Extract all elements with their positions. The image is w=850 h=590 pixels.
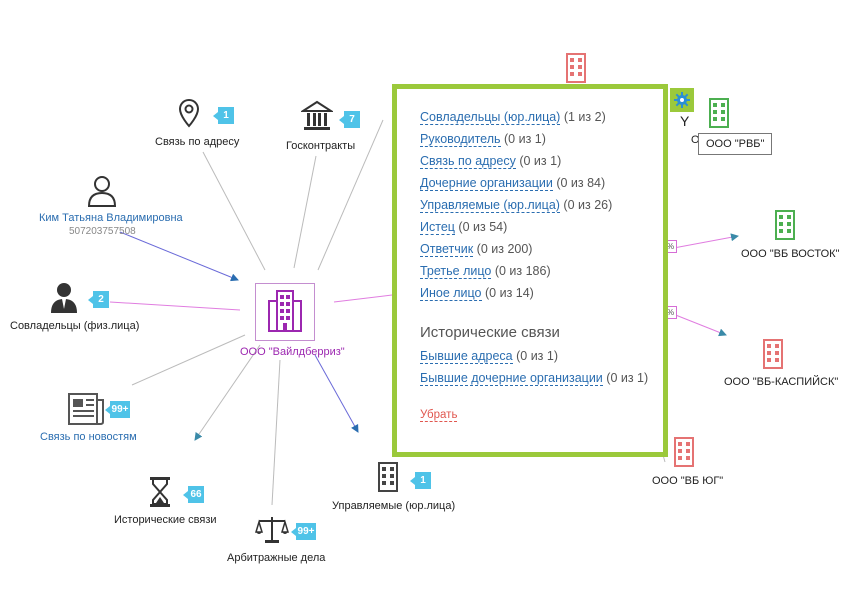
popup-link-row[interactable]: Руководитель (0 из 1) <box>420 132 546 147</box>
popup-link[interactable]: Бывшие адреса <box>420 349 513 364</box>
address-label[interactable]: Связь по адресу <box>155 136 240 148</box>
popup-link-row[interactable]: Иное лицо (0 из 14) <box>420 286 534 301</box>
government-building-icon[interactable] <box>301 100 333 132</box>
businessman-icon[interactable] <box>49 280 79 314</box>
news-label[interactable]: Связь по новостям <box>40 431 137 443</box>
popup-link[interactable]: Истец <box>420 220 455 235</box>
popup-link-count: (0 из 1) <box>504 132 546 146</box>
vb-kaspiysk-label[interactable]: ООО "ВБ-КАСПИЙСК" <box>724 376 839 388</box>
popup-link[interactable]: Третье лицо <box>420 264 492 279</box>
building-icon[interactable] <box>762 338 784 370</box>
gear-icon <box>674 92 690 108</box>
popup-link-row[interactable]: Ответчик (0 из 200) <box>420 242 533 257</box>
coowners-phys-label[interactable]: Совладельцы (физ.лица) <box>10 320 140 332</box>
address-count-badge: 1 <box>213 107 234 124</box>
popup-link-count: (0 из 84) <box>556 176 606 190</box>
hourglass-icon[interactable] <box>148 475 172 509</box>
popup-link[interactable]: Ответчик <box>420 242 474 257</box>
edge-fragment: Y <box>680 113 690 129</box>
map-pin-icon[interactable] <box>178 98 200 128</box>
popup-link[interactable]: Иное лицо <box>420 286 482 301</box>
vb-yug-label[interactable]: ООО "ВБ ЮГ" <box>652 475 724 487</box>
person-icon[interactable] <box>87 174 117 208</box>
popup-link-row[interactable]: Совладельцы (юр.лица) (1 из 2) <box>420 110 606 125</box>
popup-link-row[interactable]: Дочерние организации (0 из 84) <box>420 176 606 191</box>
managed-label[interactable]: Управляемые (юр.лица) <box>332 500 456 512</box>
popup-link-count: (0 из 200) <box>476 242 533 256</box>
popup-link-count: (0 из 26) <box>563 198 613 212</box>
goscontracts-label[interactable]: Госконтракты <box>286 140 356 152</box>
popup-link[interactable]: Совладельцы (юр.лица) <box>420 110 561 125</box>
popup-historical-heading: Исторические связи <box>420 324 560 341</box>
coowners-phys-count-badge: 2 <box>88 291 109 308</box>
popup-link-row[interactable]: Бывшие адреса (0 из 1) <box>420 349 558 364</box>
person-inn-label: 507203757508 <box>69 226 136 237</box>
popup-link[interactable]: Связь по адресу <box>420 154 516 169</box>
rvb-short-label[interactable]: О <box>691 134 700 146</box>
managed-count-badge: 1 <box>410 472 431 489</box>
popup-link-count: (0 из 1) <box>519 154 562 168</box>
building-icon[interactable] <box>673 436 695 468</box>
settings-button[interactable] <box>670 88 694 112</box>
popup-link-count: (0 из 1) <box>516 349 558 363</box>
arbitration-label[interactable]: Арбитражные дела <box>227 552 326 564</box>
historical-label[interactable]: Исторические связи <box>114 514 217 526</box>
popup-link[interactable]: Бывшие дочерние организации <box>420 371 603 386</box>
popup-link-row[interactable]: Управляемые (юр.лица) (0 из 26) <box>420 198 613 213</box>
person-name-label[interactable]: Ким Татьяна Владимировна <box>39 212 183 224</box>
popup-link[interactable]: Управляемые (юр.лица) <box>420 198 560 213</box>
popup-link-count: (0 из 54) <box>458 220 508 234</box>
newspaper-icon[interactable] <box>67 392 105 426</box>
popup-remove-button[interactable]: Убрать <box>420 409 458 422</box>
historical-count-badge: 66 <box>183 486 204 503</box>
scales-icon[interactable] <box>255 514 289 544</box>
popup-link-count: (0 из 186) <box>494 264 551 278</box>
relations-popup: Совладельцы (юр.лица) (1 из 2) Руководит… <box>392 84 668 457</box>
popup-link-count: (0 из 14) <box>485 286 534 300</box>
building-icon[interactable] <box>377 461 399 493</box>
vb-vostok-label[interactable]: ООО "ВБ ВОСТОК" <box>741 248 840 260</box>
popup-link-row[interactable]: Третье лицо (0 из 186) <box>420 264 551 279</box>
building-icon[interactable] <box>565 52 587 84</box>
goscontracts-count-badge: 7 <box>339 111 360 128</box>
popup-link-row[interactable]: Связь по адресу (0 из 1) <box>420 154 562 169</box>
popup-link[interactable]: Дочерние организации <box>420 176 553 191</box>
center-company-label[interactable]: ООО "Вайлдберриз" <box>240 346 345 358</box>
news-count-badge: 99+ <box>105 401 130 418</box>
center-company-node[interactable] <box>255 283 315 341</box>
building-icon[interactable] <box>774 209 796 241</box>
building-icon[interactable] <box>708 97 730 129</box>
building-icon <box>268 290 302 332</box>
company-tooltip: ООО "РВБ" <box>698 133 773 155</box>
popup-link-row[interactable]: Бывшие дочерние организации (0 из 1) <box>420 371 649 386</box>
arbitration-count-badge: 99+ <box>291 523 316 540</box>
popup-link-count: (1 из 2) <box>563 110 606 124</box>
popup-link[interactable]: Руководитель <box>420 132 501 147</box>
popup-link-row[interactable]: Истец (0 из 54) <box>420 220 508 235</box>
popup-link-count: (0 из 1) <box>606 371 649 385</box>
